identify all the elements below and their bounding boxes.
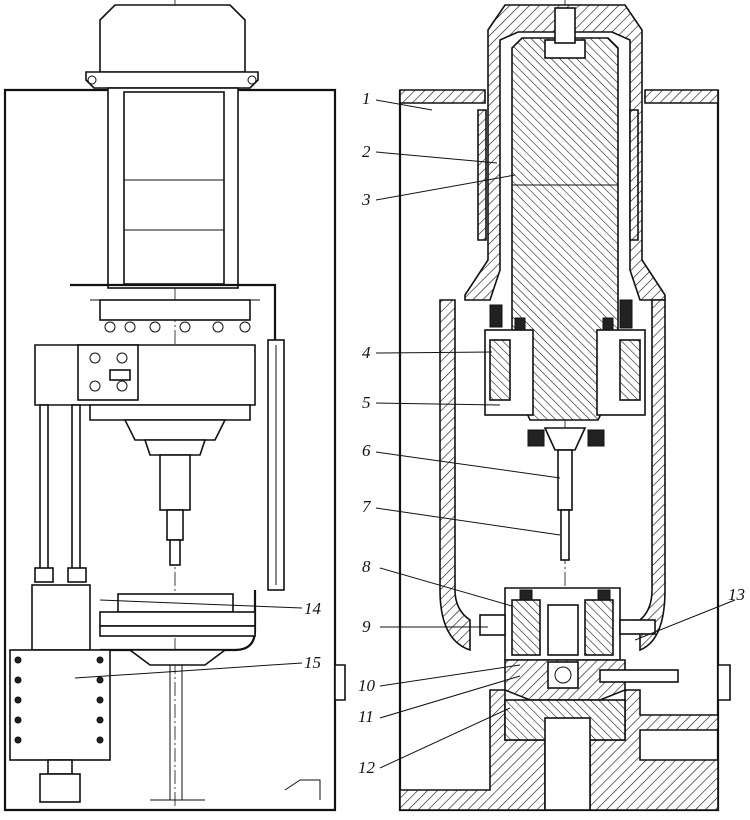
callout-3: 3 [361, 190, 371, 209]
callout-10: 10 [358, 676, 376, 695]
callout-6: 6 [362, 441, 371, 460]
callout-13: 13 [728, 585, 745, 604]
tool [527, 427, 605, 561]
callout-leaders [375, 99, 736, 769]
callout-12: 12 [358, 758, 376, 777]
callout-11: 11 [358, 707, 374, 726]
spindle-head-bracket [34, 283, 277, 456]
callout-8: 8 [362, 557, 371, 576]
bearing-assembly [484, 299, 646, 416]
callout-1: 1 [362, 89, 371, 108]
work-table [99, 590, 257, 801]
leader-15 [74, 662, 303, 679]
callout-7: 7 [362, 497, 372, 516]
scale-ruler [267, 339, 285, 591]
guide-columns [34, 404, 87, 583]
lower-drive-unit [9, 584, 111, 803]
side-connector-right [717, 664, 731, 701]
leader-14 [99, 599, 303, 609]
callout-2: 2 [362, 142, 371, 161]
callout-labels: 1 2 3 4 5 6 7 8 9 10 11 12 13 14 15 [304, 89, 745, 777]
callout-9: 9 [362, 617, 371, 636]
callout-15: 15 [304, 653, 321, 672]
section-view [375, 0, 736, 812]
callout-5: 5 [362, 393, 371, 412]
lower-spindle-unit [479, 587, 679, 701]
cylinder-housing [464, 4, 666, 301]
side-connector-left [334, 664, 346, 701]
motor [85, 4, 259, 289]
bolt-row [104, 321, 251, 333]
callout-4: 4 [362, 343, 371, 362]
spindle [159, 454, 191, 566]
front-view [3, 0, 346, 812]
callout-14: 14 [304, 599, 322, 618]
